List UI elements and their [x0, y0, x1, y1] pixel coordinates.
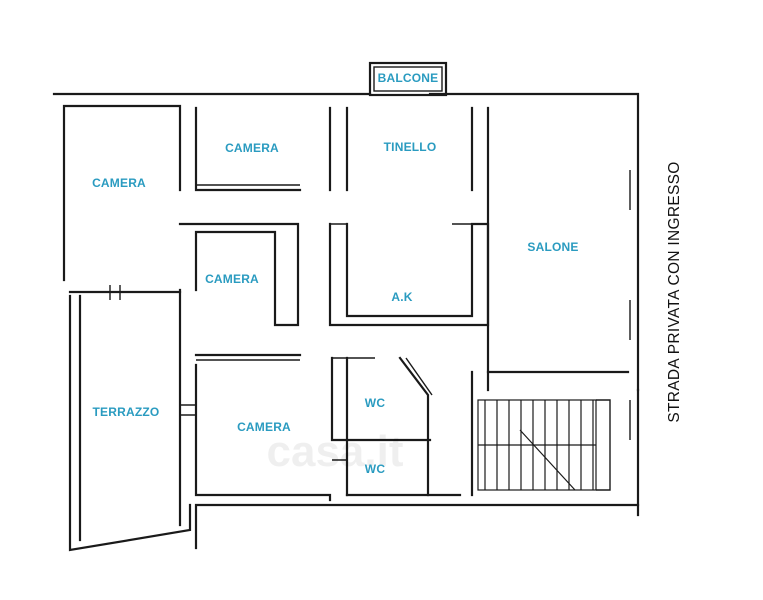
room-label-camera-top: CAMERA — [225, 141, 279, 155]
room-label-terrazzo: TERRAZZO — [92, 405, 160, 419]
street-label: STRADA PRIVATA CON INGRESSO — [666, 161, 683, 423]
room-label-camera-bottom: CAMERA — [237, 420, 291, 434]
watermark: casa.it — [266, 427, 404, 476]
room-label-wc-top: WC — [364, 396, 386, 410]
room-label-camera-mid: CAMERA — [205, 272, 259, 286]
room-label-camera-left: CAMERA — [92, 176, 146, 190]
room-label-salone: SALONE — [527, 240, 579, 254]
room-label-ak: A.K — [391, 290, 413, 304]
room-label-wc-bottom: WC — [364, 462, 386, 476]
balcony-outline — [368, 61, 448, 97]
room-label-tinello: TINELLO — [383, 140, 437, 154]
room-label-balcone: BALCONE — [377, 71, 439, 85]
